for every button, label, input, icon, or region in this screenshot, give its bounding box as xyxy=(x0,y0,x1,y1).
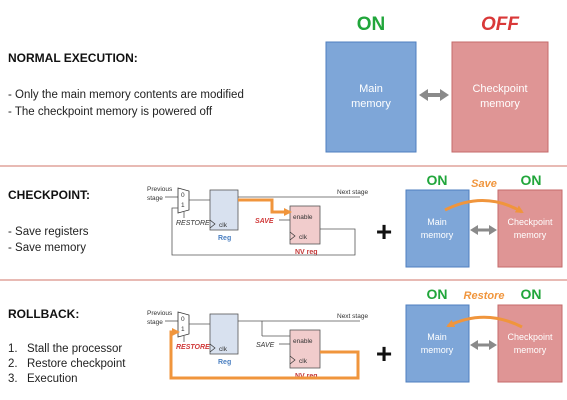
rollback-nvreg-clk: clk xyxy=(299,358,308,365)
rollback-nvreg xyxy=(289,329,321,369)
rollback-step-3: Execution xyxy=(27,373,78,385)
rollback-restore-arrow xyxy=(446,315,523,329)
rollback-step-1-number: 1. xyxy=(8,343,18,355)
rollback-main-memory-line1: Main xyxy=(427,332,447,342)
rollback-reg-label: Reg xyxy=(218,359,231,366)
checkpoint-bullet-2: - Save memory xyxy=(8,242,86,254)
checkpoint-action-label: Save xyxy=(471,178,497,190)
rollback-main-memory-box xyxy=(405,304,470,383)
checkpoint-checkpoint-memory-box xyxy=(497,189,563,268)
rollback-mux-0: 0 xyxy=(181,316,185,323)
rollback-previous-stage-2: stage xyxy=(147,319,163,326)
checkpoint-checkpoint-memory-line1: Checkpoint xyxy=(507,217,553,227)
rollback-next-stage: Next stage xyxy=(337,313,368,320)
rollback-step-2-number: 2. xyxy=(8,358,18,370)
normal-main-memory-box xyxy=(325,41,417,153)
rollback-step-2: Restore checkpoint xyxy=(27,358,126,370)
rollback-on-right: ON xyxy=(521,286,542,302)
rollback-checkpoint-memory-line2: memory xyxy=(514,345,547,355)
checkpoint-checkpoint-memory-line2: memory xyxy=(514,230,547,240)
checkpoint-previous-stage-2: stage xyxy=(147,195,163,202)
checkpoint-on-left: ON xyxy=(427,172,448,188)
checkpoint-restore-label: RESTORE xyxy=(176,220,210,227)
rollback-main-memory-line2: memory xyxy=(421,345,454,355)
rollback-restore-path xyxy=(169,328,360,380)
normal-main-memory-line2: memory xyxy=(351,98,391,110)
normal-bidirectional-arrow xyxy=(419,89,449,101)
normal-off-label: OFF xyxy=(481,14,520,35)
checkpoint-next-stage: Next stage xyxy=(337,189,368,196)
checkpoint-reg-clk: clk xyxy=(219,222,228,229)
rollback-section: ROLLBACK: 1. Stall the processor 2. Rest… xyxy=(8,286,563,385)
rollback-checkpoint-memory-box xyxy=(497,304,563,383)
normal-title: NORMAL EXECUTION: xyxy=(8,51,138,65)
checkpoint-bidirectional-arrow xyxy=(470,225,497,235)
checkpoint-main-memory-box xyxy=(405,189,470,268)
checkpoint-nvreg-clk: clk xyxy=(299,234,308,241)
rollback-previous-stage-1: Previous xyxy=(147,310,173,317)
normal-checkpoint-memory-line1: Checkpoint xyxy=(472,83,527,95)
rollback-step-1: Stall the processor xyxy=(27,343,122,355)
checkpoint-previous-stage-1: Previous xyxy=(147,186,173,193)
rollback-nvreg-enable: enable xyxy=(293,338,313,345)
checkpoint-save-path xyxy=(238,198,292,216)
rollback-plus: + xyxy=(376,338,392,369)
rollback-reg-clk: clk xyxy=(219,346,228,353)
checkpoint-plus: + xyxy=(376,216,392,247)
normal-on-label: ON xyxy=(357,14,386,35)
checkpoint-main-memory-line2: memory xyxy=(421,230,454,240)
checkpoint-mux-1: 1 xyxy=(181,202,185,209)
checkpoint-nvreg-label: NV reg xyxy=(295,249,318,256)
rollback-title: ROLLBACK: xyxy=(8,307,79,321)
normal-main-memory-line1: Main xyxy=(359,83,383,95)
checkpoint-circuit: Previous stage 0 1 RESTORE clk Reg Next … xyxy=(147,186,368,256)
checkpoint-main-memory-line1: Main xyxy=(427,217,447,227)
checkpoint-save-arrow xyxy=(444,199,524,214)
checkpoint-bullet-1: - Save registers xyxy=(8,226,89,238)
rollback-action-label: Restore xyxy=(464,290,505,302)
rollback-bidirectional-arrow xyxy=(470,340,497,350)
normal-bullet-1: - Only the main memory contents are modi… xyxy=(8,89,244,101)
rollback-mux-1: 1 xyxy=(181,326,185,333)
rollback-checkpoint-memory-line1: Checkpoint xyxy=(507,332,553,342)
checkpoint-mux xyxy=(177,187,190,214)
rollback-on-left: ON xyxy=(427,286,448,302)
normal-checkpoint-memory-line2: memory xyxy=(480,98,520,110)
normal-checkpoint-memory-box xyxy=(451,41,549,153)
rollback-save-label: SAVE xyxy=(256,342,275,349)
checkpoint-on-right: ON xyxy=(521,172,542,188)
rollback-circuit: Previous stage 0 1 RESTORE clk Reg Next … xyxy=(147,310,368,380)
checkpoint-mux-0: 0 xyxy=(181,192,185,199)
rollback-restore-label: RESTORE xyxy=(176,344,210,351)
checkpoint-section: CHECKPOINT: - Save registers - Save memo… xyxy=(8,172,563,268)
rollback-step-3-number: 3. xyxy=(8,373,18,385)
checkpoint-nvreg-enable: enable xyxy=(293,214,313,221)
normal-bullet-2: - The checkpoint memory is powered off xyxy=(8,106,213,118)
normal-execution-section: NORMAL EXECUTION: - Only the main memory… xyxy=(8,14,549,153)
checkpoint-title: CHECKPOINT: xyxy=(8,188,90,202)
checkpoint-reg-label: Reg xyxy=(218,235,231,242)
checkpoint-nvreg xyxy=(289,205,321,245)
checkpoint-save-label: SAVE xyxy=(255,218,274,225)
